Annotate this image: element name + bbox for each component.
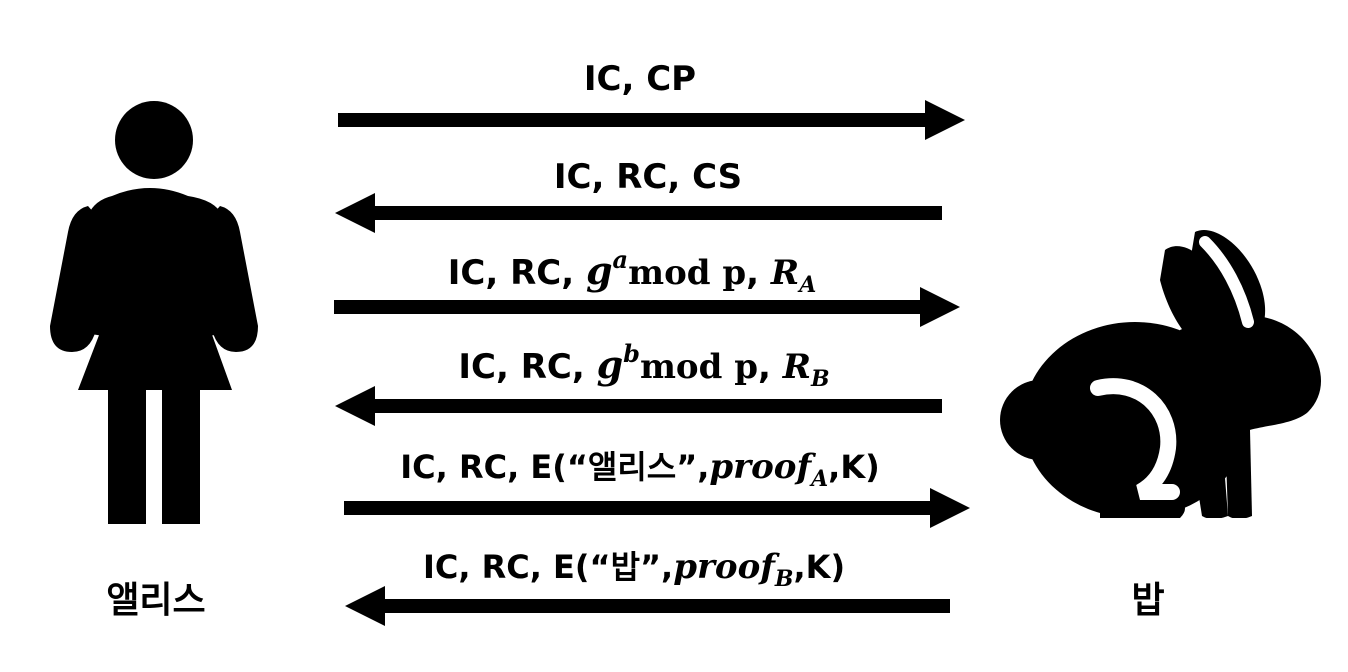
message-6-arrow xyxy=(345,586,950,626)
message-2: IC, RC, CS xyxy=(335,157,942,233)
message-2-arrow xyxy=(335,193,942,233)
message-3-label: IC, RC, gamod p, RA xyxy=(448,245,817,298)
message-3: IC, RC, gamod p, RA xyxy=(334,245,960,327)
message-4-label: IC, RC, gbmod p, RB xyxy=(458,339,829,392)
message-4-arrow xyxy=(335,386,942,426)
message-4: IC, RC, gbmod p, RB xyxy=(335,339,942,426)
message-5-arrow xyxy=(344,488,970,528)
message-1-arrow xyxy=(338,100,965,140)
message-6-label: IC, RC, E(“밥”,proofB,K) xyxy=(423,547,845,592)
message-1-label: IC, CP xyxy=(584,59,696,99)
bob-label: 밥 xyxy=(1131,580,1164,621)
message-5-label: IC, RC, E(“앨리스”,proofA,K) xyxy=(400,447,879,492)
alice-label: 앨리스 xyxy=(106,580,205,621)
message-3-arrow xyxy=(334,287,960,327)
message-1: IC, CP xyxy=(338,59,965,140)
rabbit-icon xyxy=(1000,229,1322,519)
woman-icon xyxy=(50,101,258,524)
message-6: IC, RC, E(“밥”,proofB,K) xyxy=(345,547,950,626)
message-2-label: IC, RC, CS xyxy=(554,157,742,197)
message-5: IC, RC, E(“앨리스”,proofA,K) xyxy=(344,447,970,528)
